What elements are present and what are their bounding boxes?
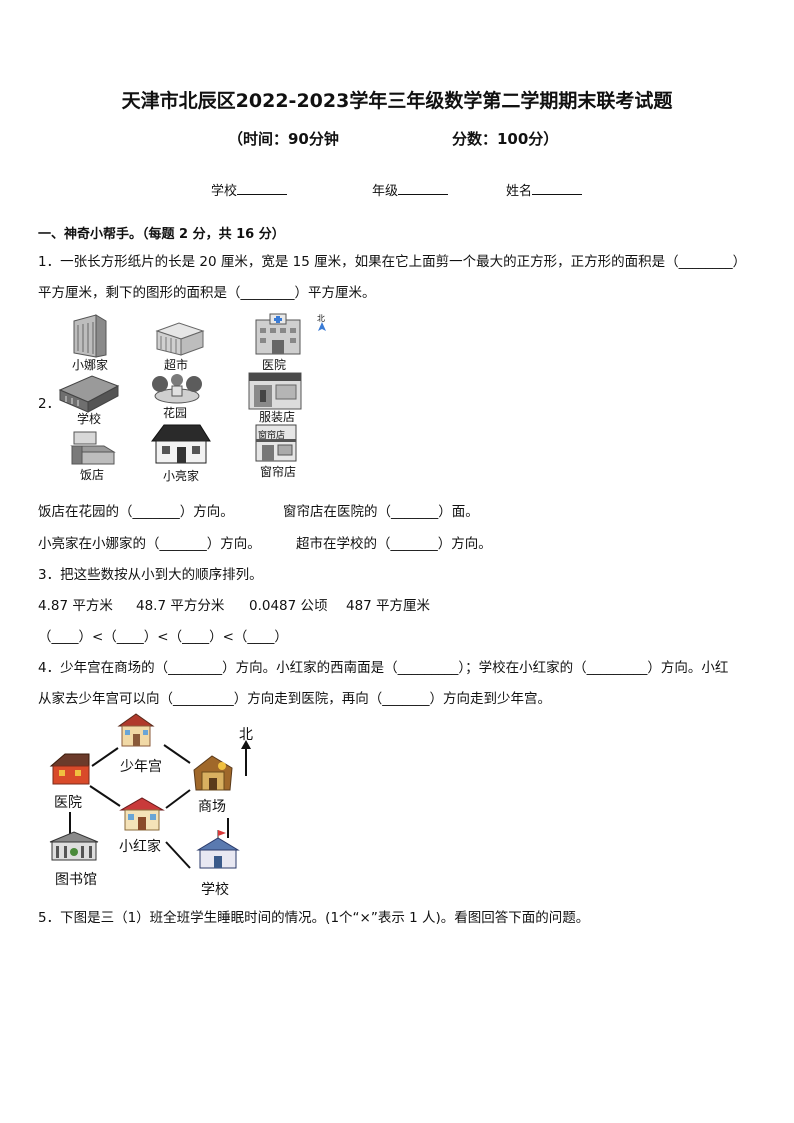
- label-q4-school: 学校: [201, 882, 229, 898]
- q2-number: 2．: [38, 396, 61, 412]
- label-q4-yiyuan: 医院: [54, 795, 82, 811]
- hospital-icon: [255, 313, 301, 355]
- school-label: 学校: [211, 184, 238, 199]
- library-icon: [49, 831, 99, 861]
- label-fuzhuang: 服装店: [259, 410, 296, 424]
- q4-line1: 4．少年宫在商场的（________）方向。小红家的西南面是（_________…: [38, 660, 729, 676]
- xiaoliang-home-icon: [151, 424, 211, 464]
- q2-line2b: 超市在学校的（_______）方向。: [296, 536, 492, 552]
- label-xiaohong: 小红家: [119, 839, 161, 855]
- mall-icon: [193, 755, 233, 791]
- q3-line1: 3．把这些数按从小到大的顺序排列。: [38, 567, 263, 583]
- q2-line1b: 窗帘店在医院的（_______）面。: [283, 504, 479, 520]
- q3-blanks: （____）<（____）<（____）<（____）: [38, 629, 288, 645]
- label-yiyuan: 医院: [262, 358, 287, 372]
- label-chaoshi: 超市: [164, 358, 189, 372]
- label-fandian: 饭店: [80, 468, 105, 482]
- exam-time: （时间：90分钟: [228, 130, 339, 148]
- page-title: 天津市北辰区2022-2023学年三年级数学第二学期期末联考试题: [121, 90, 673, 112]
- q3-value-1: 4.87 平方米: [38, 598, 113, 614]
- school-icon: [58, 375, 120, 413]
- label-huayuan: 花园: [163, 406, 188, 420]
- name-label: 姓名: [506, 184, 533, 199]
- q4-school-icon: [196, 830, 240, 869]
- q1-line1: 1．一张长方形纸片的长是 20 厘米，宽是 15 厘米，如果在它上面剪一个最大的…: [38, 254, 747, 270]
- xiaona-home-icon: [73, 314, 107, 358]
- label-library: 图书馆: [55, 872, 97, 888]
- clothing-store-icon: [248, 372, 302, 410]
- q2-line1a: 饭店在花园的（_______）方向。: [38, 504, 234, 520]
- q1-line2: 平方厘米，剩下的图形的面积是（________）平方厘米。: [38, 285, 376, 301]
- q3-value-4: 487 平方厘米: [346, 598, 431, 614]
- youth-palace-icon: [117, 713, 155, 747]
- grade-blank[interactable]: [398, 182, 449, 195]
- label-xiaona: 小娜家: [72, 358, 109, 372]
- north-label-small: 北: [317, 314, 325, 323]
- q2-line2a: 小亮家在小娜家的（_______）方向。: [38, 536, 261, 552]
- xiaohong-home-icon: [119, 797, 165, 831]
- school-blank[interactable]: [237, 182, 288, 195]
- name-field[interactable]: 姓名: [506, 180, 583, 199]
- label-xiaoliang: 小亮家: [163, 469, 200, 483]
- q3-value-2: 48.7 平方分米: [136, 598, 225, 614]
- curtain-shop-icon: [255, 424, 297, 462]
- label-xuexiao: 学校: [77, 412, 102, 426]
- north-arrow-icon: [241, 740, 251, 776]
- label-shaonian: 少年宫: [120, 759, 162, 775]
- grade-label: 年级: [372, 184, 399, 199]
- exam-score: 分数：100分）: [452, 130, 559, 148]
- north-arrow-small-icon: [318, 322, 326, 331]
- label-shangchang: 商场: [198, 799, 226, 815]
- q4-line2: 从家去少年宫可以向（_________）方向走到医院，再向（_______）方向…: [38, 691, 551, 707]
- label-shop: 窗帘店: [260, 465, 297, 479]
- grade-field[interactable]: 年级: [372, 180, 449, 199]
- supermarket-icon: [155, 322, 205, 356]
- north-label: 北: [239, 727, 253, 743]
- hospital-house-icon: [49, 753, 90, 785]
- q3-value-3: 0.0487 公顷: [249, 598, 328, 614]
- q5-line1: 5．下图是三（1）班全班学生睡眠时间的情况。(1个“×”表示 1 人)。看图回答…: [38, 910, 590, 926]
- shop-sign-text: 窗帘店: [258, 431, 286, 441]
- name-blank[interactable]: [532, 182, 583, 195]
- section-heading: 一、神奇小帮手。（每题 2 分，共 16 分）: [38, 227, 285, 242]
- restaurant-icon: [70, 431, 116, 465]
- garden-icon: [152, 374, 202, 404]
- school-field[interactable]: 学校: [211, 180, 288, 199]
